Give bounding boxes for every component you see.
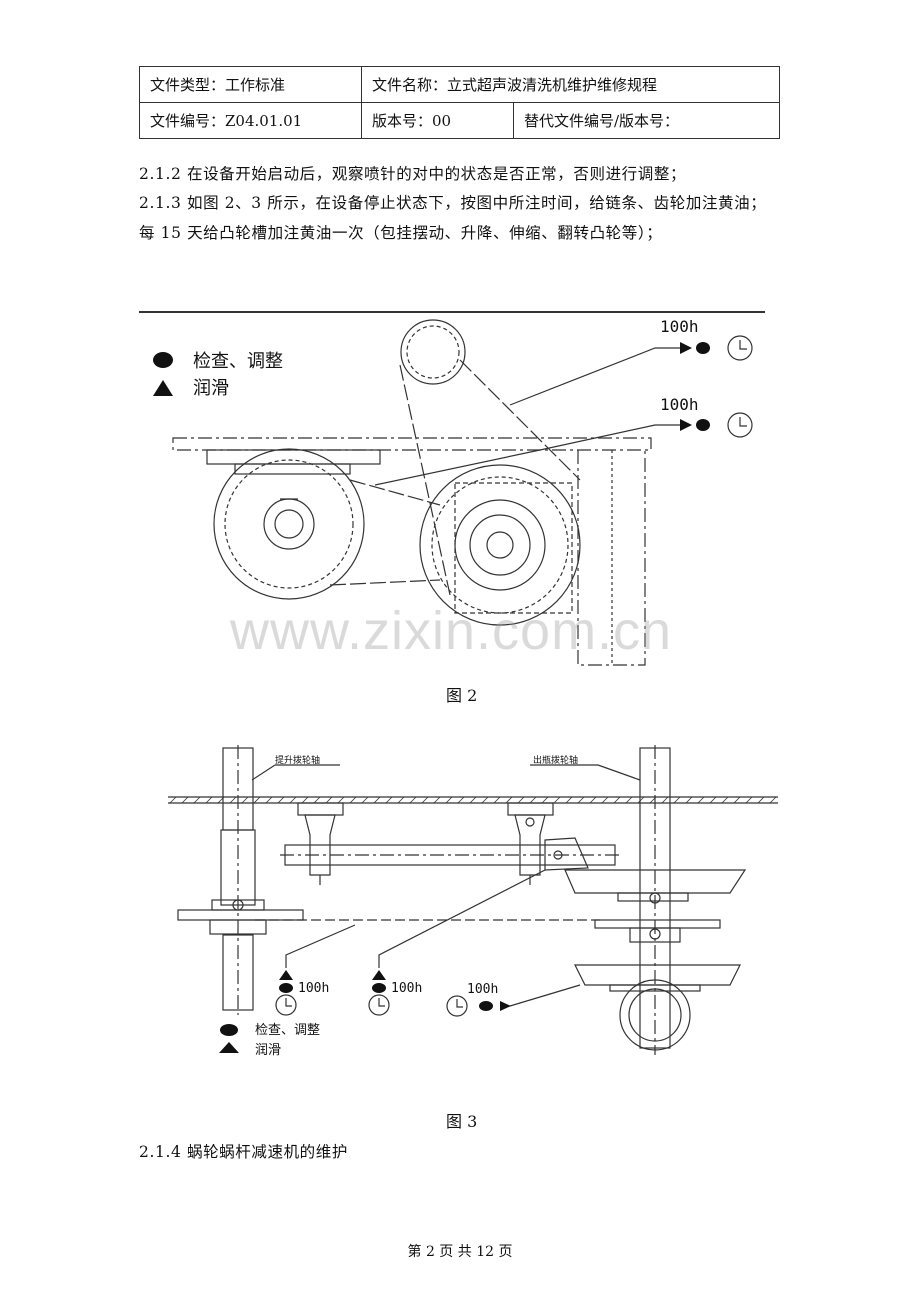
shaft-left-label: 提升拨轮轴 [275,754,320,766]
paragraph-2-1-2: 2.1.2 在设备开始启动后，观察喷针的对中的状态是否正常，否则进行调整； [139,165,687,183]
watermark: www.zixin.com.cn [230,601,673,661]
version-number: 版本号：00 [361,102,514,139]
lube-triangle-icon [219,1042,239,1053]
check-dot-icon [372,983,386,993]
figure-3-caption: 图 3 [446,1112,478,1131]
check-dot-icon [153,352,173,368]
clock-icon [727,412,753,438]
document-header-table: 文件类型：工作标准 文件名称：立式超声波清洗机维护维修规程 文件编号：Z04.0… [139,66,781,139]
page-footer: 第 2 页 共 12 页 [407,1244,513,1260]
fig2-legend-check: 检查、调整 [193,351,283,372]
paragraph-2-1-3: 2.1.3 如图 2、3 所示，在设备停止状态下，按图中所注时间，给链条、齿轮加… [139,194,767,242]
replace-version: 替代文件编号/版本号： [512,102,781,139]
figure-2-caption: 图 2 [446,686,478,705]
figure-2-drawing [139,311,765,666]
fig3-interval-3: 100h [467,982,498,997]
clock-icon [727,335,753,361]
check-dot-icon [696,419,710,431]
fig3-legend-check: 检查、调整 [255,1023,320,1038]
fig2-legend-lube: 润滑 [193,378,229,399]
shaft-right-label: 出瓶拨轮轴 [533,754,578,766]
fig3-interval-1: 100h [298,981,329,996]
check-dot-icon [279,983,293,993]
clock-icon [275,994,297,1016]
check-dot-icon [479,1001,493,1011]
file-name: 文件名称：立式超声波清洗机维护维修规程 [360,66,781,103]
fig2-interval-2: 100h [660,395,699,414]
figure-3-drawing [168,745,778,1055]
fig2-interval-1: 100h [660,317,699,336]
lube-triangle-icon [153,380,173,396]
section-2-1-4-title: 2.1.4 蜗轮蜗杆减速机的维护 [139,1143,348,1161]
check-dot-icon [696,342,710,354]
fig3-interval-2: 100h [391,981,422,996]
file-type: 文件类型：工作标准 [139,66,362,103]
fig3-legend-lube: 润滑 [255,1043,281,1058]
clock-icon [446,995,468,1017]
clock-icon [368,994,390,1016]
check-dot-icon [220,1024,238,1036]
